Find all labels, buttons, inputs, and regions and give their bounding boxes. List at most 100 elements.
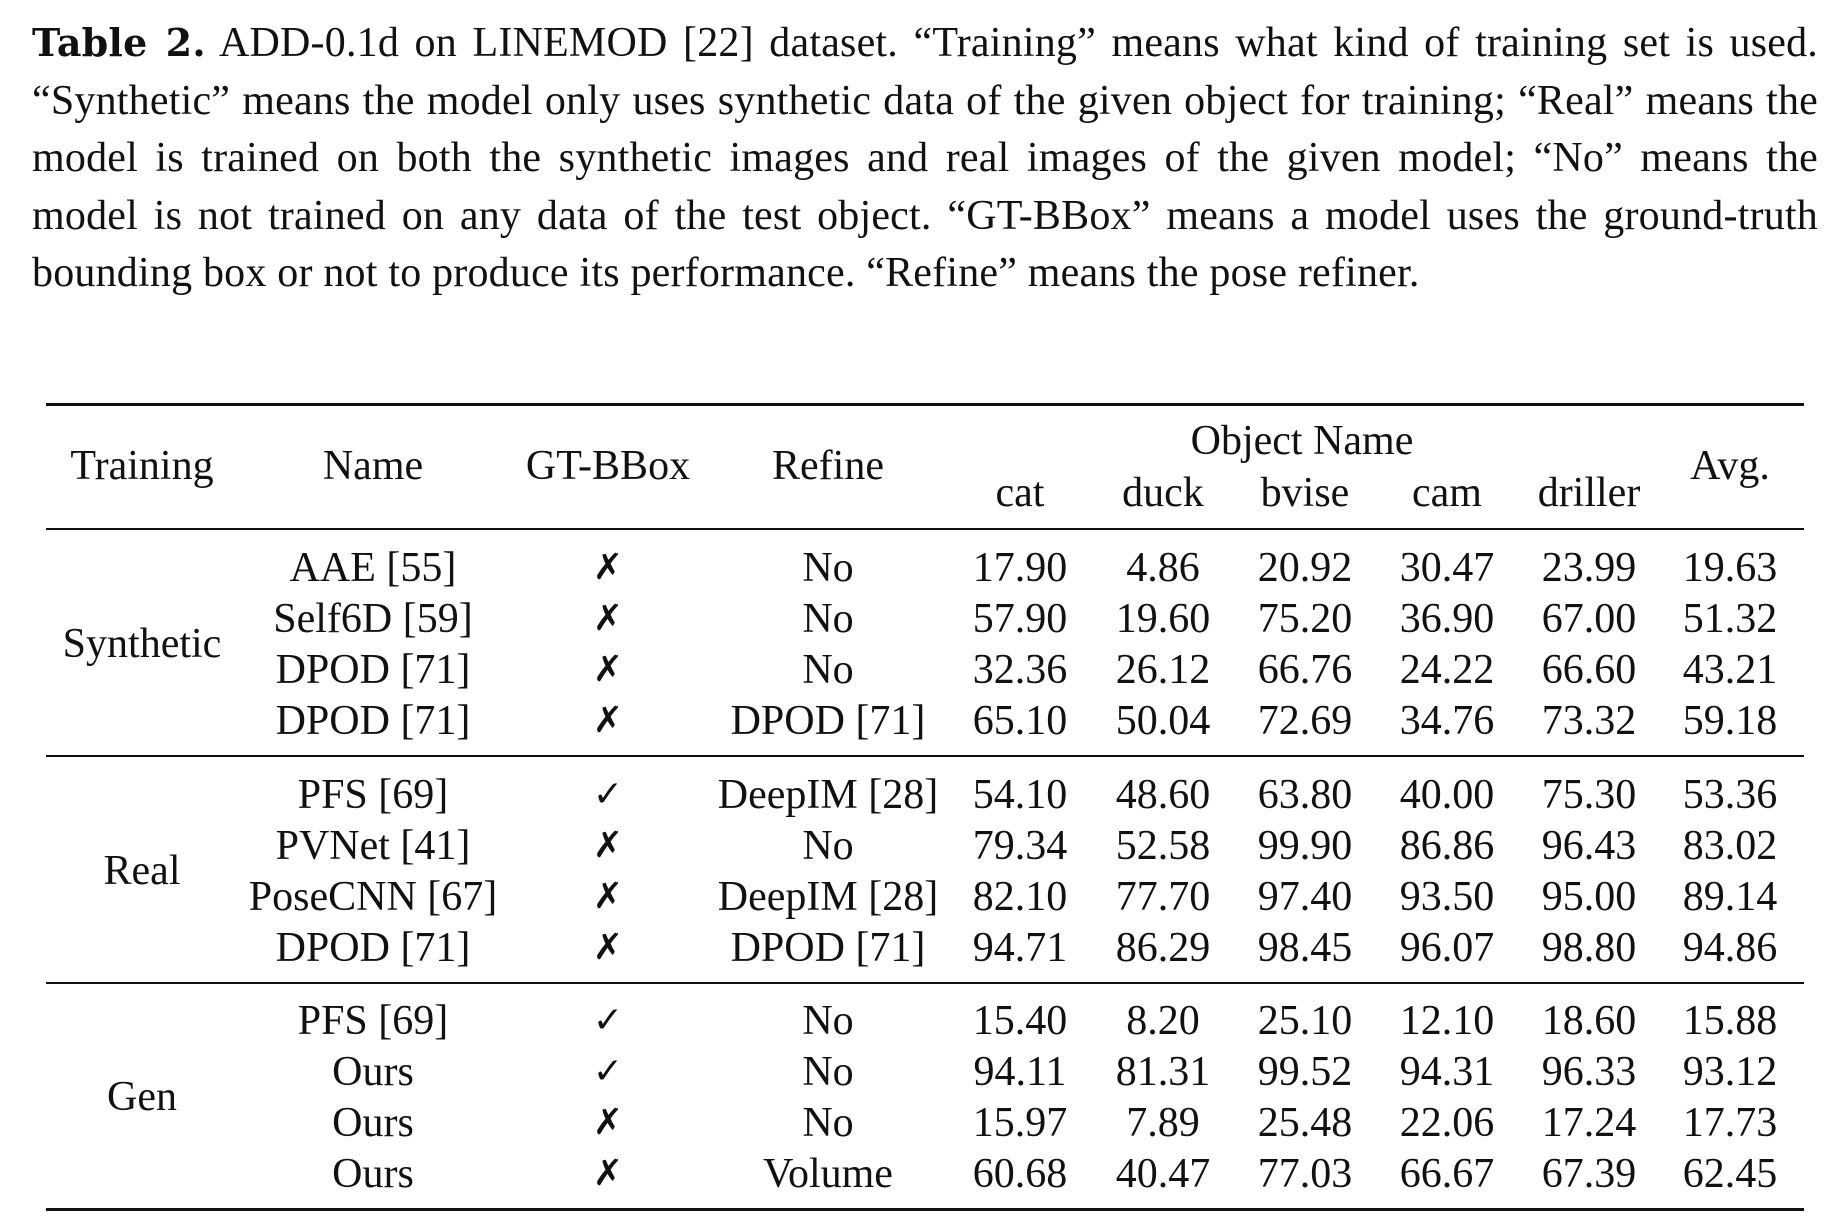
score-cell: 25.48 — [1257, 1099, 1353, 1146]
header-name: Name — [322, 443, 424, 489]
score-cell: 83.02 — [1682, 822, 1778, 869]
refiner-name: No — [802, 544, 854, 591]
method-name: Ours — [332, 1099, 414, 1146]
group-label: Synthetic — [62, 621, 222, 667]
score-cell: 4.86 — [1126, 544, 1200, 591]
score-cell: 77.03 — [1257, 1150, 1353, 1197]
cross-icon: ✗ — [592, 648, 624, 690]
score-cell: 20.92 — [1257, 544, 1353, 591]
score-cell: 36.90 — [1399, 595, 1495, 642]
score-cell: 32.36 — [972, 646, 1068, 693]
cross-icon: ✗ — [592, 1152, 624, 1194]
score-cell: 17.90 — [972, 544, 1068, 591]
score-cell: 99.90 — [1257, 822, 1353, 869]
method-name: PoseCNN [67] — [248, 873, 498, 920]
score-cell: 81.31 — [1115, 1048, 1211, 1095]
score-cell: 66.60 — [1541, 646, 1637, 693]
header-object-cam: cam — [1412, 470, 1482, 516]
score-cell: 96.07 — [1399, 924, 1495, 971]
score-cell: 98.80 — [1541, 924, 1637, 971]
method-name: PFS [69] — [297, 997, 449, 1044]
score-cell: 53.36 — [1682, 771, 1778, 818]
score-cell: 18.60 — [1541, 997, 1637, 1044]
score-cell: 34.76 — [1399, 697, 1495, 744]
score-cell: 95.00 — [1541, 873, 1637, 920]
score-cell: 94.71 — [972, 924, 1068, 971]
refiner-name: DeepIM [28] — [717, 873, 939, 920]
score-cell: 52.58 — [1115, 822, 1211, 869]
score-cell: 43.21 — [1682, 646, 1778, 693]
table-rule — [46, 755, 1804, 757]
score-cell: 93.50 — [1399, 873, 1495, 920]
score-cell: 40.47 — [1115, 1150, 1211, 1197]
cross-icon: ✗ — [592, 597, 624, 639]
score-cell: 65.10 — [972, 697, 1068, 744]
score-cell: 26.12 — [1115, 646, 1211, 693]
method-name: Ours — [332, 1150, 414, 1197]
score-cell: 67.00 — [1541, 595, 1637, 642]
score-cell: 82.10 — [972, 873, 1068, 920]
score-cell: 96.43 — [1541, 822, 1637, 869]
score-cell: 86.86 — [1399, 822, 1495, 869]
score-cell: 77.70 — [1115, 873, 1211, 920]
score-cell: 89.14 — [1682, 873, 1778, 920]
score-cell: 72.69 — [1257, 697, 1353, 744]
check-icon: ✓ — [592, 1050, 624, 1092]
score-cell: 15.40 — [972, 997, 1068, 1044]
refiner-name: No — [802, 997, 854, 1044]
table-rule — [46, 403, 1804, 406]
score-cell: 12.10 — [1399, 997, 1495, 1044]
refiner-name: No — [802, 1048, 854, 1095]
refiner-name: DPOD [71] — [730, 924, 926, 971]
refiner-name: No — [802, 1099, 854, 1146]
group-label: Gen — [107, 1074, 177, 1120]
refiner-name: DeepIM [28] — [717, 771, 939, 818]
score-cell: 59.18 — [1682, 697, 1778, 744]
score-cell: 19.60 — [1115, 595, 1211, 642]
header-training: Training — [70, 443, 214, 489]
score-cell: 17.73 — [1682, 1099, 1778, 1146]
cross-icon: ✗ — [592, 546, 624, 588]
score-cell: 50.04 — [1115, 697, 1211, 744]
header-object-name: Object Name — [1190, 418, 1414, 464]
cross-icon: ✗ — [592, 1101, 624, 1143]
header-refine: Refine — [772, 443, 884, 489]
score-cell: 24.22 — [1399, 646, 1495, 693]
score-cell: 54.10 — [972, 771, 1068, 818]
score-cell: 17.24 — [1541, 1099, 1637, 1146]
score-cell: 23.99 — [1541, 544, 1637, 591]
method-name: PFS [69] — [297, 771, 449, 818]
score-cell: 8.20 — [1126, 997, 1200, 1044]
cross-icon: ✗ — [592, 699, 624, 741]
method-name: Self6D [59] — [273, 595, 473, 642]
score-cell: 40.00 — [1399, 771, 1495, 818]
score-cell: 15.88 — [1682, 997, 1778, 1044]
score-cell: 75.20 — [1257, 595, 1353, 642]
method-name: AAE [55] — [289, 544, 457, 591]
score-cell: 7.89 — [1126, 1099, 1200, 1146]
caption-text: ADD-0.1d on LINEMOD [22] dataset. “Train… — [32, 20, 1818, 296]
check-icon: ✓ — [592, 999, 624, 1041]
cross-icon: ✗ — [592, 875, 624, 917]
score-cell: 22.06 — [1399, 1099, 1495, 1146]
score-cell: 60.68 — [972, 1150, 1068, 1197]
refiner-name: No — [802, 646, 854, 693]
table-rule — [46, 528, 1804, 530]
cross-icon: ✗ — [592, 926, 624, 968]
score-cell: 67.39 — [1541, 1150, 1637, 1197]
score-cell: 19.63 — [1682, 544, 1778, 591]
score-cell: 63.80 — [1257, 771, 1353, 818]
score-cell: 25.10 — [1257, 997, 1353, 1044]
score-cell: 66.76 — [1257, 646, 1353, 693]
check-icon: ✓ — [592, 773, 624, 815]
method-name: Ours — [332, 1048, 414, 1095]
method-name: DPOD [71] — [275, 697, 471, 744]
table-rule — [46, 1208, 1804, 1211]
score-cell: 93.12 — [1682, 1048, 1778, 1095]
score-cell: 66.67 — [1399, 1150, 1495, 1197]
score-cell: 15.97 — [972, 1099, 1068, 1146]
score-cell: 96.33 — [1541, 1048, 1637, 1095]
score-cell: 51.32 — [1682, 595, 1778, 642]
caption-label: Table 2. — [32, 20, 206, 65]
method-name: PVNet [41] — [275, 822, 471, 869]
